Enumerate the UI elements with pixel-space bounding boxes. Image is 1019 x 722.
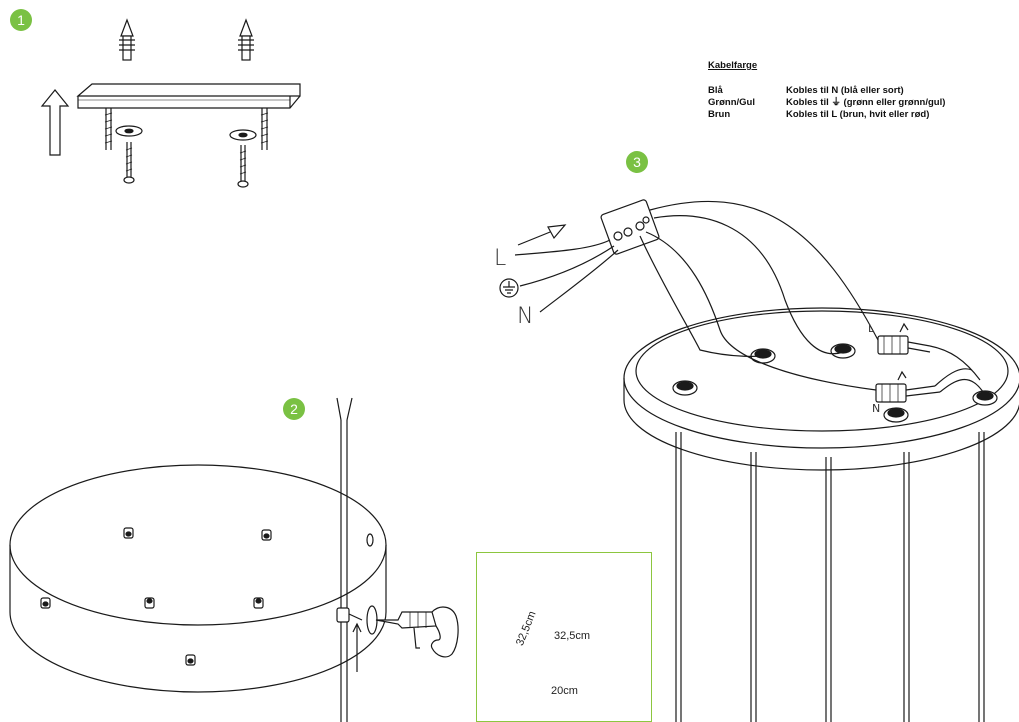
cable-color-legend: Kabelfarge Blå Kobles til N (blå eller s… [708, 60, 1008, 121]
washer-right [229, 129, 257, 141]
dimension-bottom: 20cm [551, 685, 578, 697]
step-badge-2: 2 [283, 398, 305, 420]
legend-color: Blå [708, 85, 723, 96]
suspension-rods [675, 432, 985, 722]
legend-text: Kobles til ⏚ (grønn eller grønn/gul) [786, 97, 946, 108]
legend-color: Brun [708, 109, 731, 120]
dimension-horizontal: 32,5cm [554, 630, 591, 642]
wire-label-live: L [494, 246, 507, 271]
legend-row-green-yellow: Grønn/Gul Kobles til ⏚ (grønn eller grøn… [708, 97, 1008, 109]
screwdriver-hand [375, 606, 459, 658]
side-screw [336, 605, 378, 672]
hole-template-inset [476, 552, 652, 722]
legend-color: Grønn/Gul [708, 97, 755, 108]
connector-label-neutral: N [872, 402, 881, 415]
up-arrow [40, 89, 70, 156]
legend-row-blue: Blå Kobles til N (blå eller sort) [708, 85, 1008, 97]
legend-text: Kobles til L (brun, hvit eller rød) [786, 109, 930, 120]
connector-neutral [875, 370, 941, 403]
screw-right [237, 145, 249, 188]
legend-row-brown: Brun Kobles til L (brun, hvit eller rød) [708, 109, 1008, 121]
screw-left [123, 142, 135, 184]
suspension-cable [336, 397, 353, 722]
canopy-disc [9, 464, 387, 693]
ground-icon [499, 278, 519, 298]
cable-glands [672, 343, 998, 423]
wire-label-neutral: N [517, 304, 534, 329]
wall-plug-left [119, 18, 135, 61]
threaded-rod-right [260, 108, 269, 150]
legend-text: Kobles til N (blå eller sort) [786, 85, 904, 96]
terminal-block-top [600, 199, 660, 255]
mains-wires [514, 239, 619, 313]
step-badge-1: 1 [10, 9, 32, 31]
canopy-holes [40, 527, 374, 666]
washer-left [115, 125, 143, 137]
mounting-bracket [76, 83, 301, 109]
connector-label-live: L [868, 322, 875, 335]
legend-title: Kabelfarge [708, 60, 758, 71]
connector-live [877, 322, 931, 355]
wall-plug-right [238, 18, 254, 61]
ceiling-plate [623, 307, 1019, 471]
pull-arrow-head [547, 224, 567, 240]
threaded-rod-left [104, 108, 113, 150]
internal-wires [639, 200, 986, 396]
step-badge-3: 3 [626, 151, 648, 173]
